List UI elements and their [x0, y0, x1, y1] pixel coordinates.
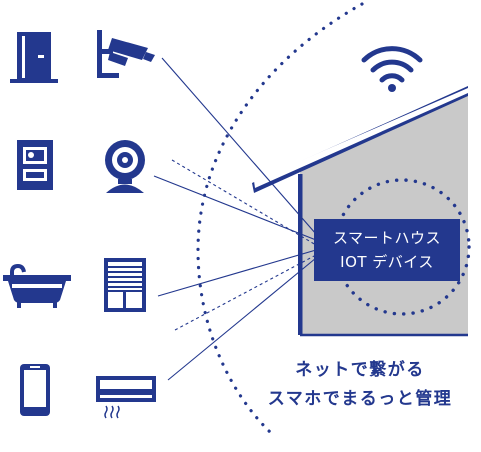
hub-label-line2: IOT デバイス: [340, 253, 434, 271]
smartphone-icon: [20, 364, 50, 416]
intercom-icon: [17, 140, 53, 190]
connection-lines: [153, 57, 317, 381]
wifi-icon: [361, 46, 423, 92]
webcam-icon: [105, 140, 145, 193]
air-conditioner-icon: [96, 376, 156, 419]
caption-line2: スマホでまるっと管理: [267, 389, 453, 409]
caption-line1: ネットで繋がる: [295, 360, 425, 380]
hub-dotted-circle: [333, 178, 471, 316]
hub-label: スマートハウス IOT デバイス: [314, 219, 460, 281]
hub-label-line1: スマートハウス: [332, 229, 442, 247]
hub-box: [314, 219, 460, 281]
security-camera-icon: [97, 30, 155, 78]
window-shutter-icon: [104, 258, 146, 312]
bathtub-icon: [3, 263, 71, 308]
door-icon: [10, 32, 58, 83]
